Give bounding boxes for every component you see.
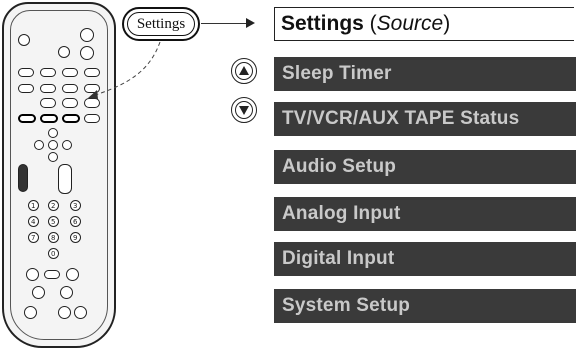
remote-forward-button[interactable]: [66, 268, 79, 281]
remote-standby-button[interactable]: [58, 46, 70, 58]
remote-bottom-button-1[interactable]: [24, 306, 37, 319]
remote-up-button[interactable]: [48, 128, 58, 138]
key-label: 8: [51, 234, 56, 242]
remote-menu-button-2[interactable]: [40, 114, 58, 123]
remote-input-button-4[interactable]: [84, 68, 100, 77]
down-arrow-button[interactable]: [231, 97, 257, 123]
remote-control: 1 2 3 4 5 6 7 8 9 0: [2, 2, 116, 348]
menu-item-system-setup[interactable]: System Setup: [274, 289, 576, 323]
menu-item-label: TV/VCR/AUX TAPE Status: [282, 108, 520, 129]
remote-light-button[interactable]: [80, 46, 94, 60]
up-arrow-button[interactable]: [231, 58, 257, 84]
remote-down-button[interactable]: [48, 152, 58, 162]
menu-title: Settings (Source): [274, 7, 574, 41]
remote-input-button-2[interactable]: [40, 68, 56, 77]
menu-item-digital-input[interactable]: Digital Input: [274, 242, 576, 276]
key-label: 7: [31, 234, 36, 242]
menu-item-label: System Setup: [282, 295, 411, 316]
menu-item-tape-status[interactable]: TV/VCR/AUX TAPE Status: [274, 102, 576, 136]
remote-bottom-button-3[interactable]: [74, 306, 87, 319]
remote-source-button-1[interactable]: [18, 84, 34, 93]
menu-item-label: Analog Input: [282, 203, 401, 224]
remote-play-button[interactable]: [44, 270, 60, 279]
remote-menu-button-3[interactable]: [62, 114, 80, 123]
remote-mute-block[interactable]: [18, 164, 28, 192]
key-label: 0: [51, 250, 56, 258]
remote-key-1[interactable]: 1: [28, 200, 39, 211]
remote-source-button-2[interactable]: [40, 84, 56, 93]
remote-bottom-button-2[interactable]: [58, 306, 71, 319]
remote-key-2[interactable]: 2: [48, 200, 59, 211]
remote-key-9[interactable]: 9: [70, 232, 81, 243]
remote-enter-button[interactable]: [48, 140, 58, 150]
remote-key-3[interactable]: 3: [70, 200, 81, 211]
remote-source-button-4[interactable]: [84, 84, 100, 93]
remote-key-6[interactable]: 6: [70, 216, 81, 227]
key-label: 9: [73, 234, 78, 242]
settings-button-callout[interactable]: Settings: [122, 7, 200, 41]
remote-input-button-1[interactable]: [18, 68, 34, 77]
remote-menu-button-4[interactable]: [84, 114, 100, 123]
key-label: 5: [51, 218, 56, 226]
remote-mode-button-1[interactable]: [40, 98, 56, 108]
menu-title-paren-open: (: [363, 12, 377, 35]
remote-volume-rocker[interactable]: [58, 164, 72, 194]
remote-power-button[interactable]: [18, 34, 30, 46]
menu-item-label: Audio Setup: [282, 156, 397, 177]
key-label: 6: [73, 218, 78, 226]
remote-mode-button-2[interactable]: [62, 98, 78, 108]
remote-transport-button-1[interactable]: [32, 286, 45, 299]
key-label: 3: [73, 202, 78, 210]
remote-settings-button[interactable]: [18, 114, 36, 123]
up-arrow-icon: [239, 66, 249, 75]
arrow-right-icon: [246, 18, 255, 28]
remote-key-4[interactable]: 4: [28, 216, 39, 227]
remote-key-5[interactable]: 5: [48, 216, 59, 227]
remote-source-button-3[interactable]: [62, 84, 78, 93]
remote-key-7[interactable]: 7: [28, 232, 39, 243]
menu-title-source: Source: [376, 12, 444, 35]
menu-item-audio-setup[interactable]: Audio Setup: [274, 150, 576, 184]
key-label: 2: [51, 202, 56, 210]
remote-rewind-button[interactable]: [26, 268, 39, 281]
remote-key-8[interactable]: 8: [48, 232, 59, 243]
remote-inner-outline: [10, 10, 108, 340]
key-label: 4: [31, 218, 36, 226]
remote-mode-button-3[interactable]: [84, 98, 100, 108]
menu-item-label: Sleep Timer: [282, 63, 392, 84]
menu-item-analog-input[interactable]: Analog Input: [274, 197, 576, 231]
down-arrow-icon: [239, 106, 249, 115]
menu-title-main: Settings: [281, 12, 364, 35]
remote-transport-button-2[interactable]: [60, 286, 73, 299]
settings-button-label: Settings: [136, 15, 186, 32]
remote-input-button-3[interactable]: [62, 68, 78, 77]
remote-left-button[interactable]: [34, 140, 44, 150]
remote-right-button[interactable]: [62, 140, 72, 150]
menu-item-sleep-timer[interactable]: Sleep Timer: [274, 57, 576, 91]
menu-item-label: Digital Input: [282, 248, 395, 269]
key-label: 1: [31, 202, 36, 210]
remote-key-0[interactable]: 0: [48, 248, 59, 259]
remote-top-button[interactable]: [80, 28, 94, 42]
connector-line: [201, 23, 246, 24]
menu-title-paren-close: ): [443, 12, 451, 35]
